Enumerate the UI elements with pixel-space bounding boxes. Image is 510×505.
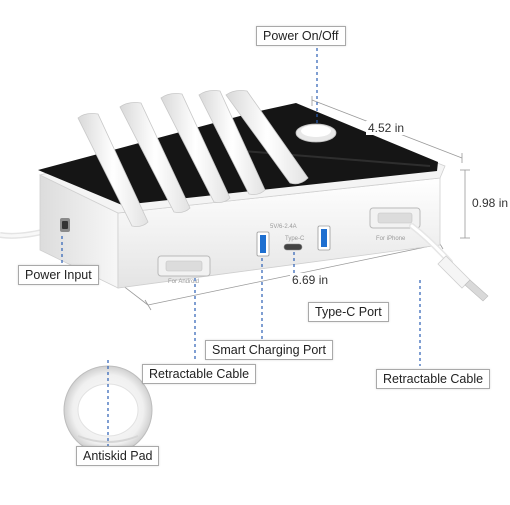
type-c-port — [283, 243, 303, 251]
retractable-cable-right-label: Retractable Cable — [376, 369, 491, 389]
type-c-text: Type-C — [285, 236, 305, 242]
rating-text: 5V/6-2.4A — [270, 224, 297, 230]
antiskid-pad-label: Antiskid Pad — [76, 446, 160, 466]
width-dimension: 4.52 in — [366, 121, 407, 135]
power-input-socket — [60, 218, 70, 232]
smart-charging-port-label: Smart Charging Port — [205, 340, 333, 360]
for-android-text: For Android — [168, 279, 199, 285]
power-switch — [295, 123, 337, 143]
iphone-cable-slot — [369, 207, 421, 229]
slot-dividers — [77, 90, 309, 227]
product-diagram: For Android 5V/6-2.4A Type-C For iPhone — [0, 26, 510, 466]
type-c-port-label: Type-C Port — [308, 302, 389, 322]
for-iphone-text: For iPhone — [376, 236, 406, 242]
diagram-canvas: For Android 5V/6-2.4A Type-C For iPhone — [0, 48, 489, 455]
usb-port-right — [317, 225, 331, 251]
callout-lines — [61, 48, 421, 446]
usb-port-left — [256, 231, 270, 257]
height-dimension: 0.98 in — [470, 196, 510, 210]
android-cable-slot — [157, 255, 211, 277]
power-input-label: Power Input — [18, 265, 99, 285]
power-switch-label: Power On/Off — [256, 26, 346, 46]
right-retractable-cable — [409, 223, 489, 302]
retractable-cable-left-label: Retractable Cable — [142, 364, 257, 384]
length-dimension: 6.69 in — [290, 273, 331, 287]
